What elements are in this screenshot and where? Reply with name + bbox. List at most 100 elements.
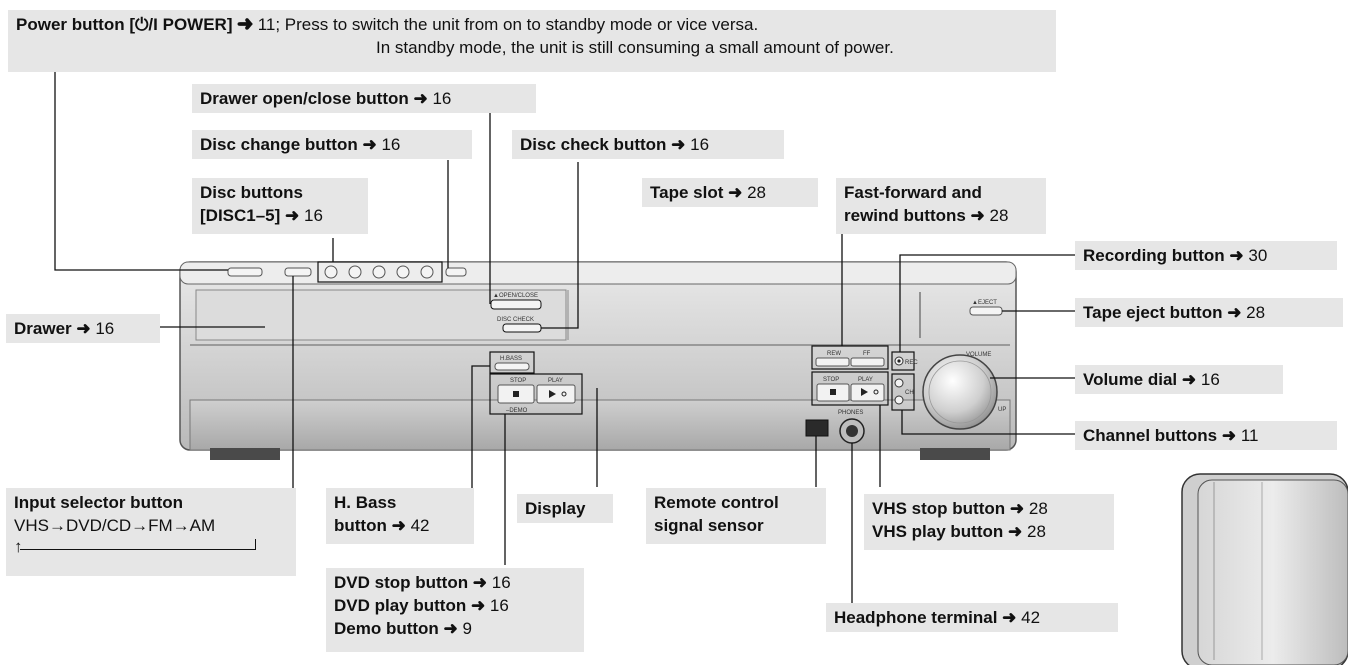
hbass-page: 42 — [410, 516, 430, 535]
drawer-open-close-title: Drawer open/close button ➜ — [200, 89, 428, 108]
drawer-page: 16 — [95, 319, 115, 338]
up-device-label: UP — [998, 407, 1006, 413]
volume-page: 16 — [1200, 370, 1220, 389]
input-selector-cycle: VHS→DVD/CD→FM→AM — [14, 516, 216, 535]
hbass-frame — [489, 351, 535, 374]
drawer-open-close-callout: Drawer open/close button ➜ 16 — [192, 84, 536, 113]
demo-title: Demo button ➜ — [334, 619, 458, 638]
tape-slot-page: 28 — [747, 183, 766, 202]
tape-eject-callout: Tape eject button ➜ 28 — [1075, 298, 1343, 327]
disc-button-5[interactable] — [420, 265, 434, 279]
rew-device-label: REW — [827, 351, 841, 357]
disc-check-button-shape[interactable] — [502, 323, 542, 333]
input-selector-callout: Input selector button VHS→DVD/CD→FM→AM ↑ — [6, 488, 296, 576]
tape-eject-page: 28 — [1246, 303, 1266, 322]
ffrew-page: 28 — [989, 206, 1009, 225]
hbass-line1: H. Bass — [334, 493, 397, 512]
power-button-page: 11 — [257, 15, 276, 34]
input-selector-title: Input selector button — [14, 493, 184, 512]
remote-sensor-shape — [805, 419, 829, 437]
input-selector-return-line — [20, 549, 256, 550]
vhs-play-page: 28 — [1026, 522, 1046, 541]
vhs-play-title: VHS play button ➜ — [872, 522, 1023, 541]
hbass-device-label: H.BASS — [500, 356, 522, 362]
disc-change-title: Disc change button ➜ — [200, 135, 377, 154]
eject-device-label: ▲EJECT — [972, 300, 997, 306]
drawer-callout: Drawer ➜ 16 — [6, 314, 160, 343]
disc-check-title: Disc check button ➜ — [520, 135, 686, 154]
demo-device-label: –DEMO — [506, 408, 528, 414]
disc-button-2[interactable] — [348, 265, 362, 279]
disc-change-callout: Disc change button ➜ 16 — [192, 130, 472, 159]
display-title: Display — [525, 499, 586, 518]
headphone-page: 42 — [1021, 608, 1041, 627]
open-close-button-shape[interactable] — [490, 299, 542, 310]
dvd-play-device-label: PLAY — [548, 378, 563, 384]
volume-dial-shape[interactable] — [922, 354, 998, 430]
tape-slot-callout: Tape slot ➜ 28 — [642, 178, 818, 207]
disc-change-button-shape[interactable] — [445, 267, 467, 277]
ch-device-label: CH — [905, 390, 914, 396]
input-selector-return-tick — [255, 539, 256, 549]
vhs-stop-page: 28 — [1028, 499, 1048, 518]
disc-button-4[interactable] — [396, 265, 410, 279]
channel-page: 11 — [1240, 426, 1259, 445]
power-button-callout: Power button [⏻/I POWER] ➜ 11; Press to … — [8, 10, 1056, 72]
leader-lines — [54, 72, 1075, 603]
dvd-play-page: 16 — [489, 596, 509, 615]
volume-device-label: VOLUME — [966, 352, 991, 358]
channel-down-button-shape[interactable] — [894, 395, 904, 405]
ffrew-line1: Fast-forward and — [844, 183, 982, 202]
disc-button-3[interactable] — [372, 265, 386, 279]
ch-frame — [891, 373, 915, 411]
vhs-play-button-shape[interactable] — [850, 383, 885, 402]
dvd-stop-device-label: STOP — [510, 378, 526, 384]
channel-title: Channel buttons ➜ — [1083, 426, 1237, 445]
vhs-play-device-label: PLAY — [858, 377, 873, 383]
remote-line2: signal sensor — [654, 516, 764, 535]
display-callout: Display — [517, 494, 613, 523]
dvd-controls-frame — [489, 373, 583, 415]
disc-buttons-callout: Disc buttons [DISC1–5] ➜ 16 — [192, 178, 368, 234]
vhs-rew-ff-frame — [811, 345, 889, 370]
drawer-open-close-page: 16 — [432, 89, 452, 108]
phones-device-label: PHONES — [838, 410, 863, 416]
disc-check-page: 16 — [690, 135, 710, 154]
speaker-illustration — [1181, 473, 1348, 665]
remote-line1: Remote control — [654, 493, 779, 512]
ffrew-line2: rewind buttons ➜ — [844, 206, 985, 225]
headphone-title: Headphone terminal ➜ — [834, 608, 1017, 627]
input-selector-button-shape[interactable] — [284, 267, 312, 277]
vhs-stop-device-label: STOP — [823, 377, 839, 383]
unit-body — [179, 261, 1017, 460]
remote-sensor-callout: Remote control signal sensor — [646, 488, 826, 544]
input-selector-return-arrow: ↑ — [14, 537, 23, 556]
dvd-stop-title: DVD stop button ➜ — [334, 573, 488, 592]
ff-button-shape[interactable] — [850, 357, 885, 367]
disc-buttons-frame — [317, 261, 443, 283]
channel-up-button-shape[interactable] — [894, 378, 904, 388]
ffrew-callout: Fast-forward and rewind buttons ➜ 28 — [836, 178, 1046, 234]
tape-eject-title: Tape eject button ➜ — [1083, 303, 1242, 322]
hbass-line2: button ➜ — [334, 516, 406, 535]
tape-eject-button-shape[interactable] — [969, 306, 1003, 316]
disc-change-page: 16 — [381, 135, 401, 154]
recording-title: Recording button ➜ — [1083, 246, 1244, 265]
vhs-stop-play-frame — [811, 371, 889, 406]
headphone-callout: Headphone terminal ➜ 42 — [826, 603, 1118, 632]
hbass-callout: H. Bass button ➜ 42 — [326, 488, 474, 544]
volume-callout: Volume dial ➜ 16 — [1075, 365, 1283, 394]
rec-frame — [891, 351, 915, 371]
rew-button-shape[interactable] — [815, 357, 850, 367]
dvd-play-title: DVD play button ➜ — [334, 596, 486, 615]
vhs-buttons-callout: VHS stop button ➜ 28 VHS play button ➜ 2… — [864, 494, 1114, 550]
disc-buttons-line2: [DISC1–5] ➜ — [200, 206, 300, 225]
power-button-shape[interactable] — [227, 267, 263, 277]
dvd-buttons-callout: DVD stop button ➜ 16 DVD play button ➜ 1… — [326, 568, 584, 652]
hbass-button-shape[interactable] — [494, 362, 530, 371]
disc-button-1[interactable] — [324, 265, 338, 279]
open-close-device-label: ▲OPEN/CLOSE — [493, 293, 538, 299]
disc-buttons-page: 16 — [304, 206, 323, 225]
dvd-stop-page: 16 — [491, 573, 511, 592]
